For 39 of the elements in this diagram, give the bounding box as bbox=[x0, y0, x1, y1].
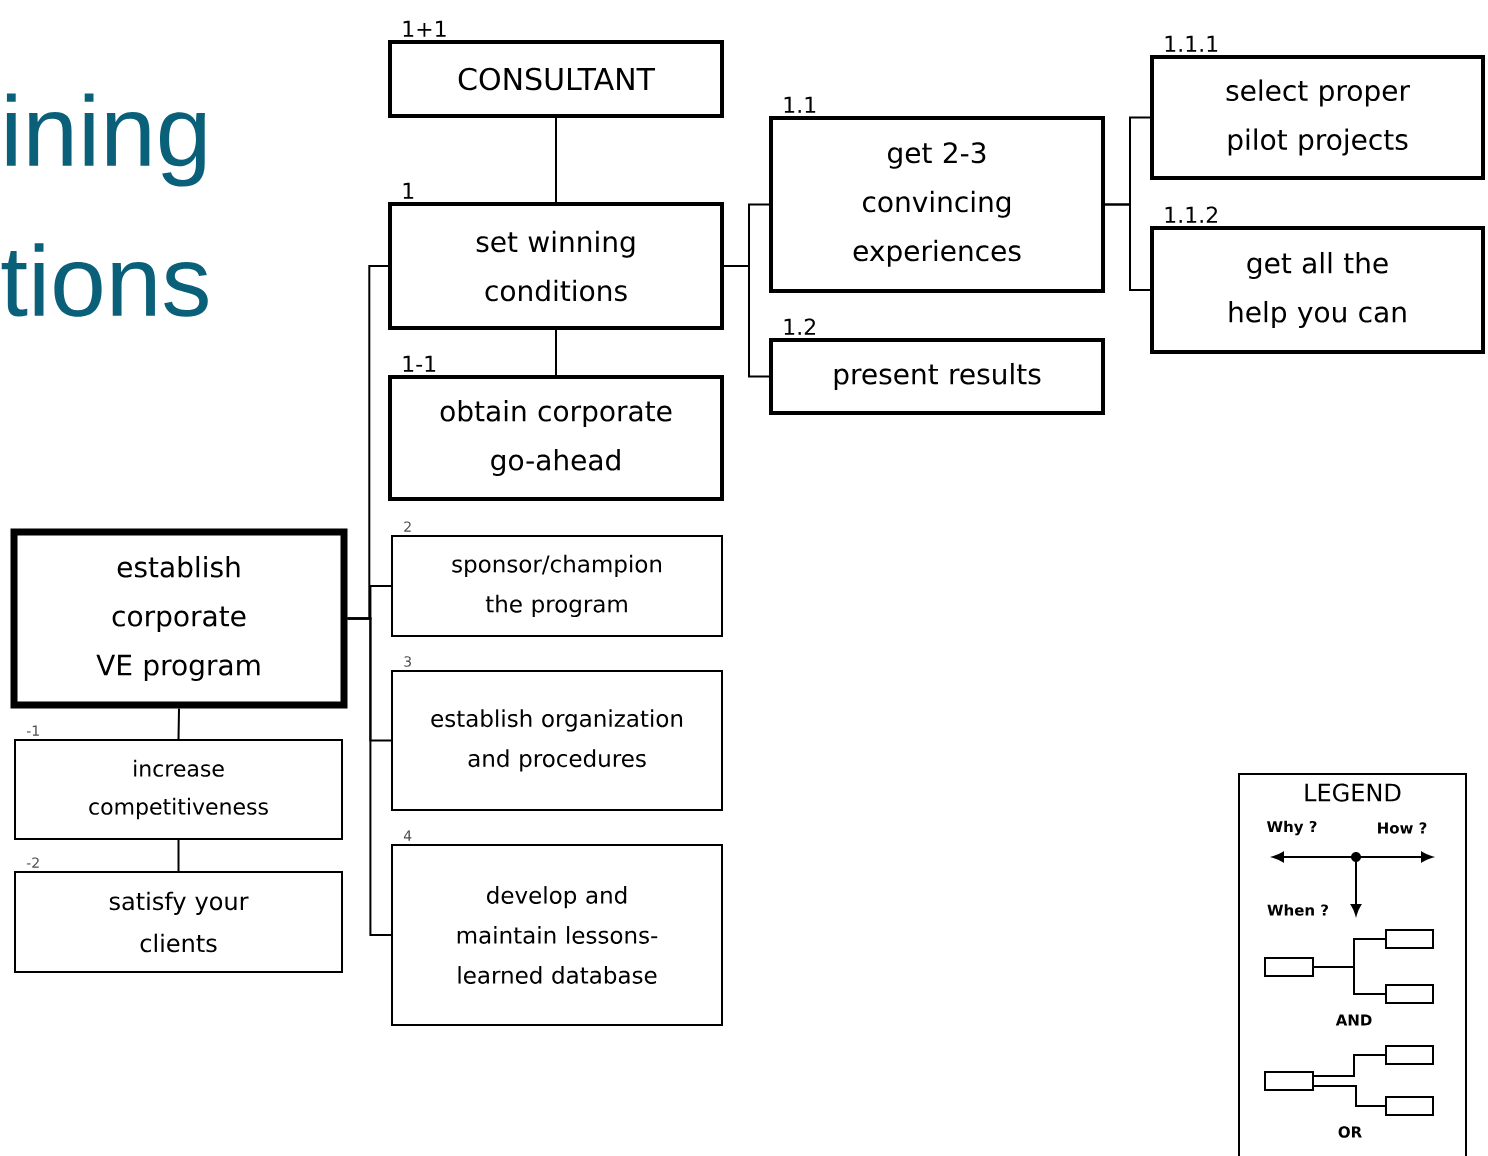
node-label: -1 bbox=[26, 725, 39, 736]
process-box: establish organization and procedures 3 bbox=[391, 656, 723, 811]
process-box: satisfy your clients -2 bbox=[14, 857, 343, 973]
symbol-caption: Why ? bbox=[1267, 820, 1317, 836]
node-label: 1.2 bbox=[784, 318, 815, 335]
process-box: increase competitiveness -1 bbox=[14, 725, 343, 840]
process-box: establish corporate VE program bbox=[10, 528, 348, 709]
process-box: get all the help you can 1.1.2 bbox=[1150, 206, 1485, 354]
node-label: 1 bbox=[403, 182, 414, 199]
process-box: sponsor/champion the program 2 bbox=[391, 521, 723, 637]
connector-line bbox=[723, 265, 770, 378]
connector-line bbox=[555, 117, 557, 203]
node-label: 2 bbox=[404, 521, 411, 532]
title-fragment: tions bbox=[1, 243, 208, 317]
symbol-caption: AND bbox=[1335, 1014, 1372, 1026]
process-box: present results 1.2 bbox=[769, 318, 1105, 415]
node-label: 4 bbox=[403, 830, 412, 841]
connector-line bbox=[1104, 203, 1151, 291]
process-box: obtain corporate go-ahead 1-1 bbox=[388, 355, 724, 501]
process-box: set winning conditions 1 bbox=[388, 182, 724, 330]
process-box: select proper pilot projects 1.1.1 bbox=[1150, 35, 1485, 180]
node-label: 1+1 bbox=[403, 20, 446, 37]
process-box: develop and maintain lessons-learned database 4 bbox=[391, 830, 723, 1026]
process-box: get 2-3 convincing experiences 1.1 bbox=[769, 96, 1105, 293]
symbol-caption: OR bbox=[1338, 1126, 1362, 1138]
node-label: 1.1.1 bbox=[1165, 35, 1218, 52]
node-label: -2 bbox=[26, 857, 39, 868]
connector-line bbox=[346, 617, 392, 936]
node-label: 3 bbox=[404, 656, 411, 667]
title-fragment: ining bbox=[6, 93, 205, 187]
node-label: 1-1 bbox=[403, 355, 436, 372]
connector-line bbox=[177, 707, 180, 740]
connector-line bbox=[555, 329, 557, 376]
connector-line bbox=[177, 839, 180, 872]
symbol-caption: How ? bbox=[1378, 822, 1427, 834]
process-box: CONSULTANT 1+1 bbox=[388, 20, 724, 118]
node-label: 1.1 bbox=[784, 96, 816, 113]
node-label: 1.1.2 bbox=[1165, 206, 1217, 223]
symbol-caption: When ? bbox=[1267, 904, 1328, 916]
